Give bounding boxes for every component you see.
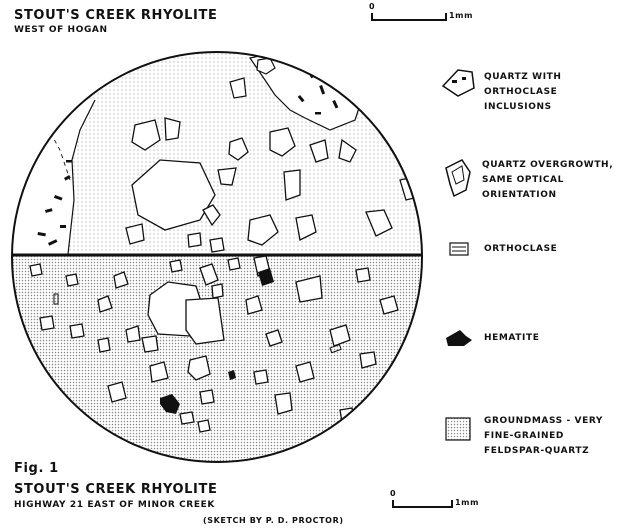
quartz-overgrowth-icon [446,160,470,196]
orthoclase-icon [450,243,468,255]
lower-scale-bar [393,500,452,507]
groundmass-icon [446,418,470,440]
upper-scale-bar [372,13,446,20]
hematite-icon [446,330,472,346]
figure-number: Fig. 1 [14,461,59,476]
legend-quartz-overgrowth: QUARTZ OVERGROWTH, SAME OPTICAL ORIENTAT… [482,158,613,203]
legend-hematite: HEMATITE [484,331,539,346]
caption-location: HIGHWAY 21 EAST OF MINOR CREEK [14,500,215,510]
upper-scale-unit: 1mm [449,11,473,20]
legend-quartz-inclusions: QUARTZ WITH ORTHOCLASE INCLUSIONS [484,70,562,115]
quartz-inclusions-icon [443,70,474,96]
legend-groundmass: GROUNDMASS - VERY FINE-GRAINED FELDSPAR-… [484,414,603,459]
upper-scale-zero: 0 [369,2,375,11]
legend-orthoclase: ORTHOCLASE [484,242,557,257]
lower-scale-zero: 0 [390,489,396,498]
lower-scale-unit: 1mm [455,498,479,507]
caption-credit: (SKETCH BY P. D. PROCTOR) [203,516,344,525]
caption-title: STOUT'S CREEK RHYOLITE [14,482,217,497]
